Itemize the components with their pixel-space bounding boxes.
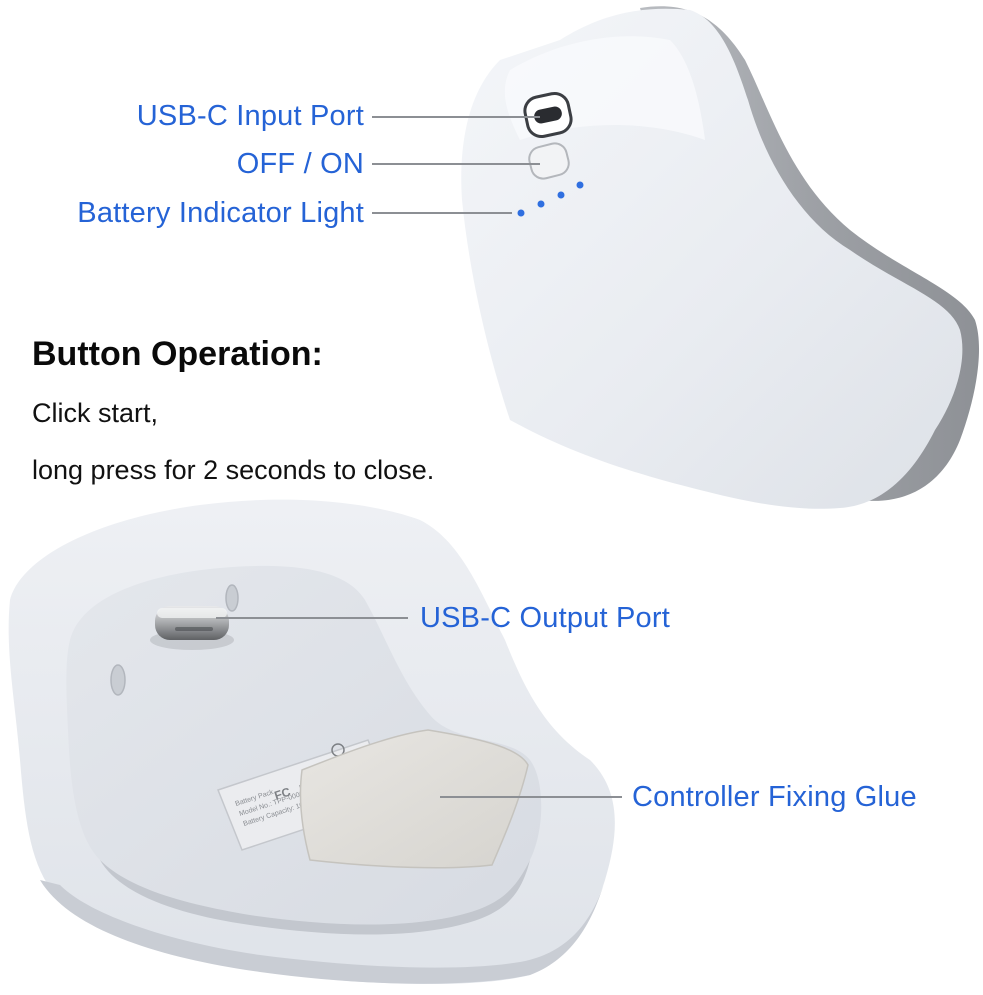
usb-c-input-port-slot [534, 106, 562, 124]
indicator-led-3 [557, 191, 565, 199]
battery-pack-front-face [461, 8, 963, 509]
battery-pack-top [461, 6, 980, 509]
power-button [528, 142, 570, 180]
instruction-line-1: Click start, [32, 398, 159, 428]
base-inner-bevel [100, 860, 530, 935]
usb-c-output-port-label: USB-C Output Port [420, 602, 670, 634]
usb-c-output-plug [150, 606, 234, 650]
controller-fixing-glue-pad [299, 729, 529, 869]
screw-hole-right [225, 584, 239, 612]
indicator-led-1 [517, 209, 525, 217]
indicator-led-2 [537, 200, 545, 208]
battery-pack-base: Battery Pack Model No.: TPP-0000 Battery… [8, 499, 615, 985]
base-rim [40, 880, 605, 984]
instruction-line-2: long press for 2 seconds to close. [32, 455, 435, 485]
off-on-label: OFF / ON [236, 148, 364, 180]
indicator-led-4 [576, 181, 584, 189]
button-operation-heading: Button Operation: [32, 335, 323, 373]
battery-indicator-light-label: Battery Indicator Light [77, 197, 364, 229]
screw-hole-left [110, 664, 126, 696]
fcc-mark-icon: FC [273, 784, 293, 802]
controller-fixing-glue-label: Controller Fixing Glue [632, 781, 917, 813]
usb-c-input-port-label: USB-C Input Port [136, 100, 364, 132]
